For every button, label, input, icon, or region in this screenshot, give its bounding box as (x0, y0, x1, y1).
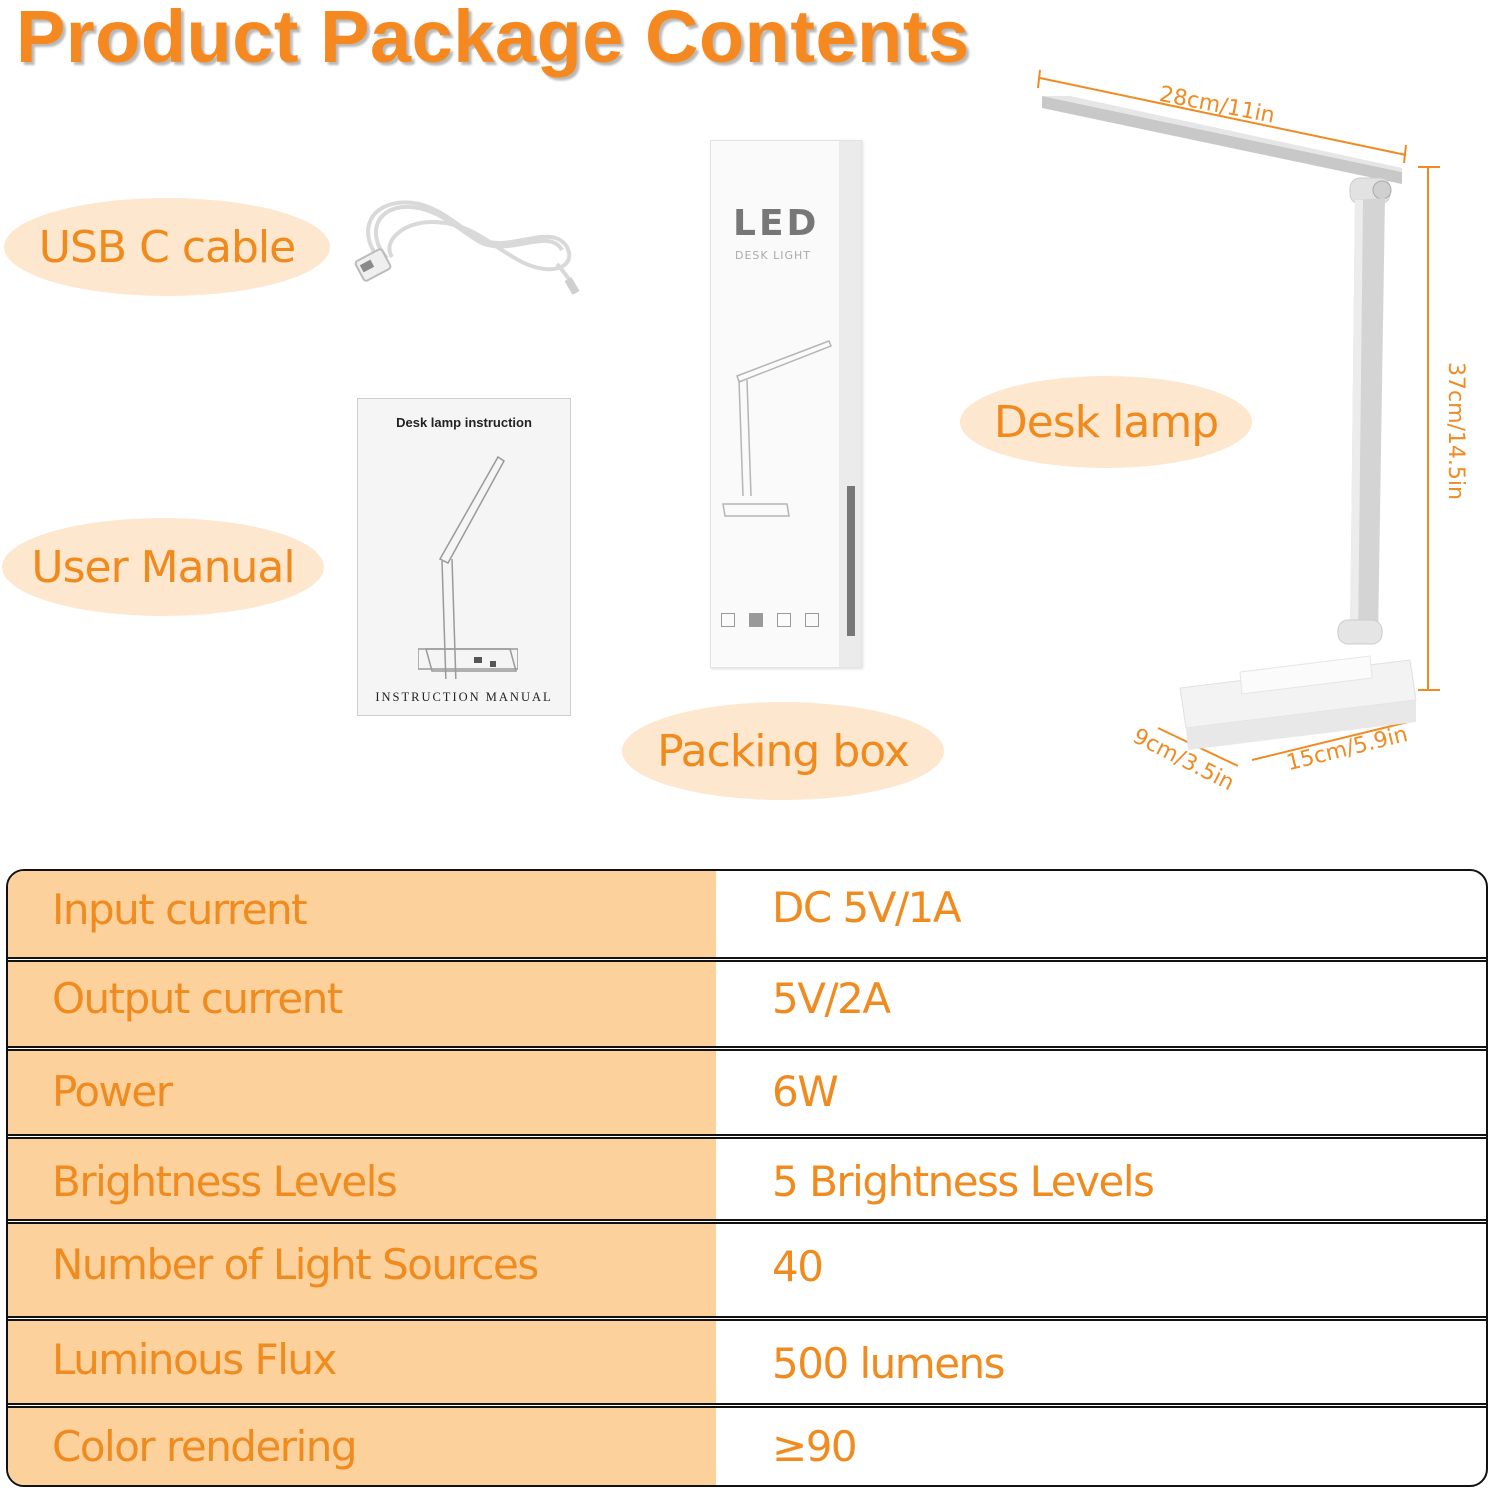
spec-value: ≥90 (772, 1422, 858, 1471)
row-divider (8, 1403, 1486, 1408)
label-user-manual-text: User Manual (31, 541, 295, 593)
spec-key: Brightness Levels (52, 1157, 398, 1206)
spec-value: 40 (772, 1242, 824, 1291)
label-packing-box-text: Packing box (657, 725, 910, 777)
table-row: Color rendering ≥90 (8, 1408, 1486, 1485)
label-packing-box: Packing box (622, 702, 944, 800)
box-barcode (847, 486, 855, 636)
table-row: Brightness Levels 5 Brightness Levels (8, 1139, 1486, 1219)
row-divider (8, 1046, 1486, 1051)
box-brand: LED (733, 203, 820, 244)
box-side-panel (839, 141, 861, 667)
label-usb-cable: USB C cable (4, 198, 330, 296)
lamp-sketch-icon (722, 340, 832, 517)
table-row: Number of Light Sources 40 (8, 1224, 1486, 1316)
spec-key: Output current (52, 974, 343, 1023)
label-usb-cable-text: USB C cable (38, 221, 296, 273)
spec-value: 500 lumens (772, 1339, 1006, 1388)
row-divider (8, 957, 1486, 962)
spec-table: Input current DC 5V/1A Output current 5V… (6, 869, 1488, 1487)
spec-value: 5V/2A (772, 974, 891, 1023)
spec-value: DC 5V/1A (772, 883, 962, 932)
spec-key: Input current (52, 885, 308, 934)
spec-key-column-bg (8, 871, 716, 1485)
spec-value: 6W (772, 1067, 839, 1116)
table-row: Output current 5V/2A (8, 962, 1486, 1046)
dim-height: 37cm/14.5in (1443, 362, 1468, 500)
spec-key: Power (52, 1067, 173, 1116)
row-divider (8, 1134, 1486, 1139)
table-row: Luminous Flux 500 lumens (8, 1321, 1486, 1403)
row-divider (8, 1219, 1486, 1224)
usb-cable-icon (354, 200, 580, 295)
manual-bottom-text: INSTRUCTION MANUAL (375, 690, 553, 704)
spec-key: Number of Light Sources (52, 1240, 539, 1289)
spec-key: Luminous Flux (52, 1335, 337, 1384)
box-feature-icons (721, 613, 819, 627)
page-title: Product Package Contents (16, 0, 970, 78)
label-user-manual: User Manual (2, 518, 324, 616)
label-desk-lamp: Desk lamp (960, 376, 1252, 468)
label-desk-lamp-text: Desk lamp (993, 396, 1219, 448)
table-row: Input current DC 5V/1A (8, 871, 1486, 957)
desk-lamp-icon (1037, 69, 1440, 767)
instruction-manual-image: Desk lamp instruction INSTRUCTION MANUAL (357, 398, 571, 716)
row-divider (8, 1316, 1486, 1321)
packing-box-image: LED DESK LIGHT (710, 140, 862, 668)
spec-value: 5 Brightness Levels (772, 1157, 1155, 1206)
manual-top-text: Desk lamp instruction (396, 415, 532, 430)
box-subtitle: DESK LIGHT (735, 249, 811, 262)
spec-key: Color rendering (52, 1422, 358, 1471)
lamp-sketch-icon (418, 455, 518, 679)
table-row: Power 6W (8, 1051, 1486, 1134)
